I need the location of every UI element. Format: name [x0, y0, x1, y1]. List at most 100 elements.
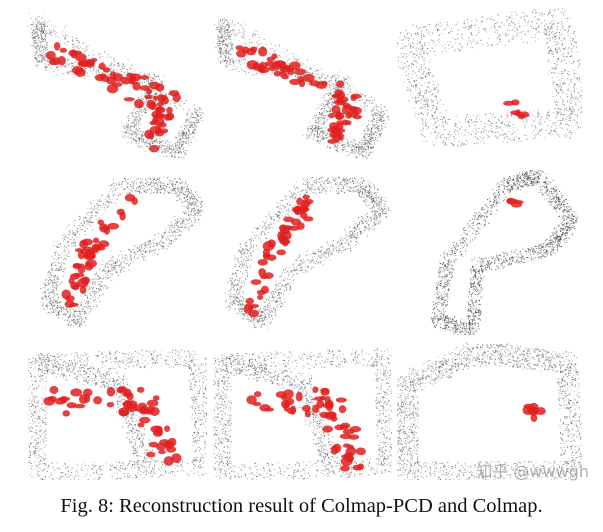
camera-pose-mark: [344, 120, 352, 126]
camera-pose-mark: [139, 416, 151, 424]
camera-pose-mark: [134, 99, 144, 109]
camera-pose-mark: [106, 401, 115, 408]
figure-caption: Fig. 8: Reconstruction result of Colmap-…: [60, 495, 543, 517]
camera-pose-mark: [290, 405, 297, 415]
camera-pose-mark: [303, 73, 315, 83]
camera-pose-mark: [152, 95, 159, 101]
camera-pose-mark: [149, 120, 156, 126]
camera-pose-mark: [518, 111, 530, 118]
camera-pose-mark: [304, 409, 311, 418]
camera-pose-mark: [152, 395, 160, 401]
camera-pose-mark: [258, 62, 268, 68]
camera-pose-mark: [342, 443, 351, 448]
camera-pose-mark: [309, 80, 321, 87]
camera-pose-mark: [132, 81, 141, 91]
camera-pose-mark: [338, 405, 347, 414]
camera-pose-mark: [293, 205, 302, 216]
camera-pose-mark: [253, 391, 262, 398]
camera-pose-mark: [271, 53, 278, 60]
camera-pose-mark: [294, 68, 307, 76]
camera-pose-mark: [85, 259, 97, 268]
panel-r1c1: [27, 12, 204, 159]
camera-pose-mark: [99, 73, 107, 79]
camera-pose-mark: [93, 396, 103, 405]
camera-pose-mark: [61, 289, 72, 300]
camera-pose-mark: [137, 422, 145, 428]
panel-r3c2: [213, 348, 392, 480]
camera-pose-mark: [123, 97, 135, 102]
panel-r3c1: [28, 349, 207, 480]
camera-pose-mark: [136, 386, 145, 393]
camera-pose-mark: [303, 216, 314, 222]
camera-pose-mark: [339, 465, 350, 472]
camera-pose-mark: [329, 131, 341, 138]
camera-pose-mark: [290, 218, 302, 226]
panel-r1c3: [397, 7, 582, 147]
panel-r2c2: [224, 177, 390, 329]
watermark: 知乎 @wwwgh: [476, 462, 589, 481]
camera-pose-mark: [257, 294, 264, 300]
camera-pose-mark: [298, 79, 306, 88]
camera-pose-mark: [332, 443, 342, 453]
camera-pose-mark: [325, 399, 334, 409]
camera-pose-mark: [246, 395, 257, 405]
panel-r2c1: [40, 177, 204, 328]
camera-pose-mark: [155, 107, 162, 116]
camera-pose-mark: [145, 409, 153, 415]
camera-pose-mark: [149, 406, 160, 416]
camera-pose-mark: [163, 456, 174, 466]
camera-pose-mark: [257, 259, 268, 266]
camera-pose-mark: [53, 41, 61, 51]
camera-pose-mark: [82, 277, 89, 282]
camera-pose-mark: [120, 76, 132, 85]
camera-pose-mark: [320, 81, 328, 86]
camera-pose-mark: [158, 449, 166, 455]
camera-pose-mark: [288, 225, 300, 231]
camera-pose-mark: [258, 46, 268, 57]
camera-pose-mark: [241, 46, 250, 54]
camera-pose-mark: [248, 309, 259, 318]
camera-pose-mark: [331, 104, 341, 115]
camera-pose-mark: [59, 47, 67, 53]
camera-pose-mark: [312, 386, 319, 393]
camera-pose-mark: [355, 447, 366, 456]
camera-pose-mark: [336, 80, 345, 88]
camera-pose-mark: [98, 62, 106, 70]
camera-pose-mark: [43, 396, 56, 406]
camera-pose-mark: [166, 106, 173, 114]
camera-pose-mark: [72, 284, 80, 291]
camera-pose-mark: [250, 279, 262, 285]
camera-pose-mark: [276, 249, 286, 256]
camera-pose-mark: [503, 100, 514, 106]
camera-pose-mark: [352, 114, 362, 120]
camera-pose-mark: [75, 53, 87, 62]
camera-pose-mark: [350, 94, 357, 102]
camera-pose-mark: [260, 285, 269, 294]
camera-pose-mark: [68, 277, 75, 285]
camera-pose-mark: [235, 45, 244, 51]
camera-pose-mark: [248, 304, 260, 309]
camera-pose-mark: [339, 424, 349, 430]
camera-pose-mark: [335, 397, 347, 403]
camera-pose-mark: [266, 254, 277, 261]
camera-pose-mark: [78, 394, 88, 405]
camera-pose-mark: [158, 122, 167, 128]
camera-pose-mark: [284, 397, 295, 406]
camera-pose-mark: [284, 64, 291, 70]
camera-pose-mark: [106, 84, 119, 94]
camera-pose-mark: [91, 58, 98, 63]
camera-pose-mark: [163, 113, 173, 121]
camera-pose-mark: [146, 451, 156, 458]
camera-pose-mark: [139, 75, 150, 80]
camera-pose-mark: [57, 55, 66, 66]
camera-pose-mark: [301, 199, 311, 208]
camera-pose-mark: [92, 237, 100, 244]
camera-pose-mark: [295, 391, 303, 402]
camera-pose-mark: [124, 193, 136, 202]
camera-pose-mark: [144, 94, 153, 100]
camera-pose-mark: [342, 102, 350, 108]
camera-pose-mark: [45, 50, 56, 60]
camera-pose-mark: [302, 194, 310, 200]
camera-pose-mark: [81, 238, 93, 246]
camera-pose-mark: [262, 241, 275, 252]
